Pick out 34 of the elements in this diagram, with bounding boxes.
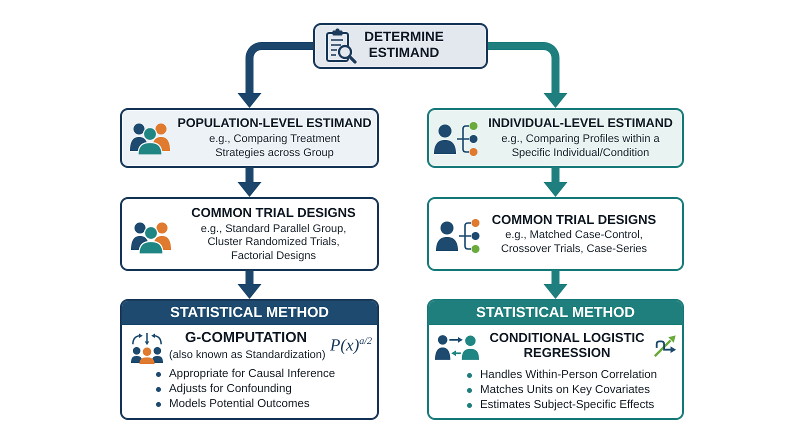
panel-header: STATISTICAL METHOD [429, 301, 682, 325]
bullet-point: Estimates Subject-Specific Effects [480, 398, 654, 413]
panel-header: STATISTICAL METHOD [122, 301, 377, 325]
box-heading: COMMON TRIAL DESIGNS [191, 204, 356, 221]
bullet-point: Handles Within-Person Correlation [480, 368, 658, 383]
design-box [427, 197, 684, 271]
method-title: CONDITIONAL LOGISTIC REGRESSION [488, 330, 646, 360]
bullet-point: Appropriate for Causal Inference [169, 367, 336, 382]
design-box [120, 197, 379, 271]
arrow [544, 168, 568, 197]
arrow [238, 168, 262, 197]
method-panel [427, 299, 684, 420]
arrow [544, 271, 568, 299]
bullet-point: Adjusts for Confounding [169, 382, 292, 397]
arrow [488, 42, 568, 108]
method-note: (also known as Standardization) [169, 349, 326, 361]
box-heading: INDIVIDUAL-LEVEL ESTIMAND [488, 116, 673, 131]
box-description: e.g., Comparing Treatment Strategies across Group [208, 133, 341, 160]
arrow [238, 42, 313, 108]
step-title: DETERMINE ESTIMAND [363, 28, 445, 62]
bullet-point: Models Potential Outcomes [169, 397, 310, 412]
box-description: e.g., Matched Case-Control, Crossover Trials, Case-Series [500, 229, 648, 256]
box-description: e.g., Standard Parallel Group, Cluster Randomized Trials, Factorial Designs [200, 222, 348, 264]
box-description: e.g., Comparing Profiles within a Specific Individual/Condition [500, 133, 661, 160]
estimand-box [120, 108, 379, 168]
formula: P(x)$^{a/2}$ [330, 334, 372, 357]
arrow [238, 271, 262, 299]
start-box [313, 23, 488, 69]
box-heading: COMMON TRIAL DESIGNS [492, 212, 656, 228]
bullet-point: Matches Units on Key Covariates [480, 383, 650, 398]
method-title: G-COMPUTATION [184, 330, 308, 346]
estimand-box [427, 108, 684, 168]
box-heading: POPULATION-LEVEL ESTIMAND [178, 116, 372, 131]
method-panel [120, 299, 379, 420]
